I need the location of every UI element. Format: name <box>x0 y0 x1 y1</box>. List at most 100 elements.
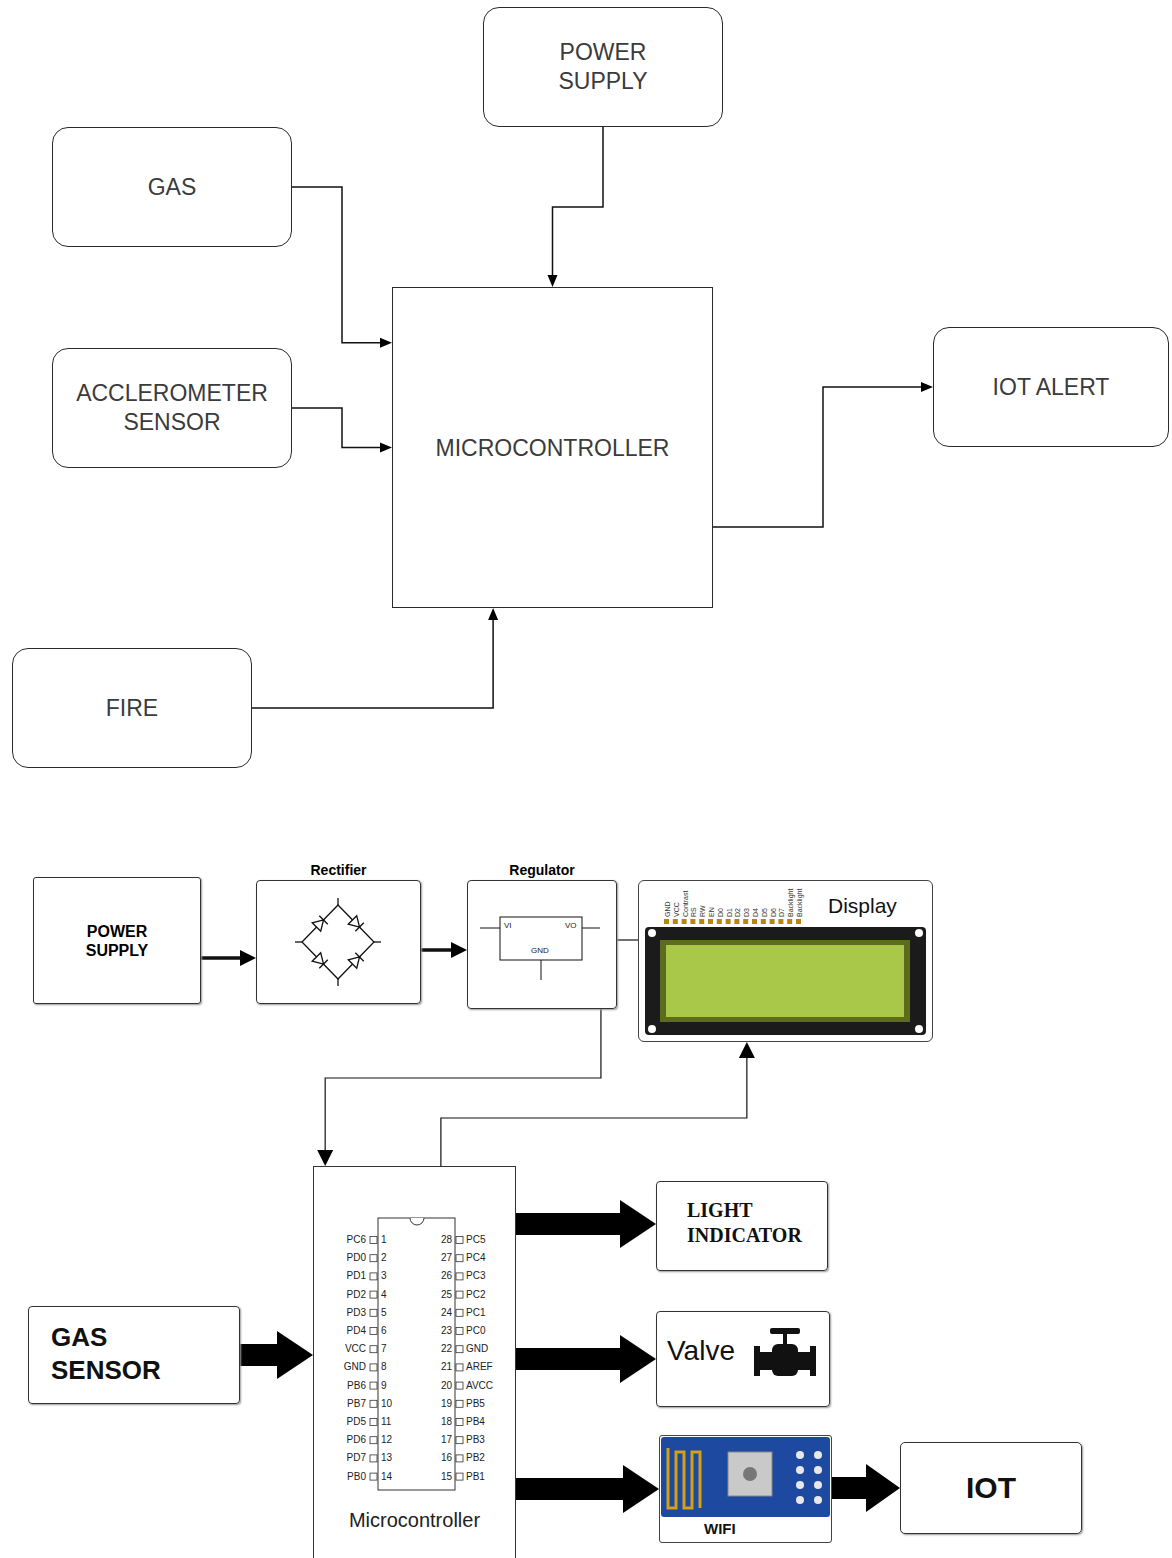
output-box: IOT ALERT <box>933 327 1169 447</box>
pin-name: PB6 <box>347 1380 366 1392</box>
bridge-rectifier-symbol <box>312 916 328 932</box>
pin-square <box>370 1437 377 1444</box>
lcd-module-picture <box>708 919 713 924</box>
pin-number: 14 <box>381 1471 392 1483</box>
arrow-head <box>921 382 933 392</box>
node-text: IOT ALERT <box>993 373 1110 402</box>
ic-chip-outline <box>378 1218 455 1490</box>
node-text: MICROCONTROLLER <box>436 433 670 462</box>
wifi-module-picture <box>661 1437 830 1517</box>
block-arrow <box>516 1335 656 1383</box>
pin-name: PC3 <box>466 1270 485 1282</box>
wifi-module-picture <box>728 1452 772 1496</box>
pin-name: VCC <box>345 1343 366 1355</box>
lcd-pin-label: D7 <box>778 908 786 917</box>
connector-line <box>201 956 240 960</box>
controller-box: MICROCONTROLLER <box>392 287 713 608</box>
bridge-rectifier-symbol <box>302 905 374 979</box>
bridge-rectifier-symbol <box>355 923 363 931</box>
pin-number: 6 <box>381 1325 387 1337</box>
wifi-module-picture <box>661 1437 830 1517</box>
bridge-rectifier-symbol <box>295 941 302 942</box>
pin-number: 7 <box>381 1343 387 1355</box>
lcd-module-picture <box>690 919 695 924</box>
connector-line <box>292 187 380 343</box>
regulator-symbol <box>541 960 542 980</box>
lcd-pin-label: D2 <box>734 908 742 917</box>
connector-line <box>421 948 451 952</box>
bridge-rectifier-symbol <box>355 953 363 961</box>
pin-number: 15 <box>441 1471 452 1483</box>
lcd-pin-label: RW <box>699 905 707 917</box>
pin-number: 25 <box>441 1289 452 1301</box>
connector <box>421 942 467 958</box>
lcd-module-picture <box>734 919 739 924</box>
arrow-head <box>240 950 256 966</box>
lcd-module-picture <box>915 929 923 937</box>
pin-name: PB1 <box>466 1471 485 1483</box>
bridge-rectifier-symbol <box>337 979 338 986</box>
pin-square <box>456 1437 463 1444</box>
lcd-module-picture <box>752 919 757 924</box>
pin-number: 24 <box>441 1307 452 1319</box>
rectifier-box: Rectifier <box>256 880 421 1004</box>
connector-line <box>441 1058 747 1166</box>
lcd-module-picture <box>648 929 656 937</box>
pin-square <box>370 1419 377 1426</box>
connector <box>240 1331 313 1379</box>
wifi-module-picture <box>814 1496 822 1504</box>
pin-name: PD5 <box>347 1416 366 1428</box>
connector <box>516 1200 656 1248</box>
node-text: FIRE <box>106 694 158 723</box>
connector-line <box>252 620 493 708</box>
ic-chip-outline <box>378 1218 455 1490</box>
pin-number: 10 <box>381 1398 392 1410</box>
pin-square <box>456 1328 463 1335</box>
wifi-module-picture <box>796 1451 804 1459</box>
pin-name: PD6 <box>347 1434 366 1446</box>
arrow-head <box>380 338 392 348</box>
pin-number: 13 <box>381 1452 392 1464</box>
arrow-head <box>739 1042 755 1058</box>
regulator-symbol <box>480 928 500 929</box>
arrow-head <box>380 443 392 453</box>
input-box: GAS <box>52 127 292 247</box>
lcd-module-picture <box>664 919 669 924</box>
lcd-pin-label: Backlight <box>796 889 804 917</box>
wifi-module-picture <box>796 1496 804 1504</box>
pin-name: PB7 <box>347 1398 366 1410</box>
lcd-module-picture <box>743 919 748 924</box>
pin-square <box>456 1419 463 1426</box>
pin-number: 12 <box>381 1434 392 1446</box>
bridge-rectifier-symbol <box>295 898 381 986</box>
pin-square <box>370 1273 377 1280</box>
wifi-module-picture <box>814 1466 822 1474</box>
connector <box>713 382 933 527</box>
valve-icon <box>754 1346 760 1376</box>
lcd-module-picture <box>787 919 792 924</box>
lcd-pin-label: VCC <box>673 902 681 917</box>
lcd-pin-label: D5 <box>761 908 769 917</box>
wifi-module-picture <box>814 1481 822 1489</box>
pin-square <box>456 1237 463 1244</box>
lcd-module-picture <box>761 919 766 924</box>
node-text: ACCLEROMETER SENSOR <box>76 379 268 437</box>
bridge-rectifier-symbol <box>319 960 327 968</box>
power-box: POWER SUPPLY <box>33 877 201 1004</box>
pin-square <box>456 1400 463 1407</box>
pin-name: GND <box>344 1361 366 1373</box>
pin-name: PD1 <box>347 1270 366 1282</box>
input-box: ACCLEROMETER SENSOR <box>52 348 292 468</box>
node-text: POWER SUPPLY <box>544 38 663 96</box>
pin-name: PC5 <box>466 1234 485 1246</box>
pin-number: 23 <box>441 1325 452 1337</box>
connector <box>617 940 638 941</box>
pin-square <box>370 1473 377 1480</box>
connector <box>832 1464 900 1512</box>
pin-name: PB5 <box>466 1398 485 1410</box>
wifi-module-picture <box>743 1467 757 1481</box>
bridge-rectifier-symbol <box>374 941 381 942</box>
valve-icon <box>783 1332 787 1346</box>
